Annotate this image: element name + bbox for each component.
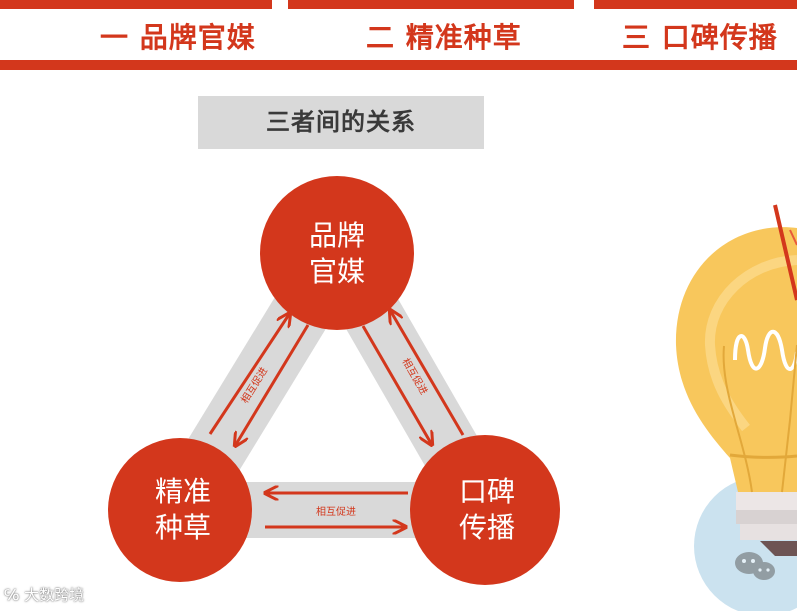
node-word-of-mouth-label: 口碑 传播 [422,474,552,546]
node-precise-seeding-label: 精准 种草 [118,474,248,546]
node-seed-line1: 精准 [118,474,248,510]
edge-label-bottom: 相互促进 [316,505,356,518]
watermark-text: 大数跨境 [24,586,84,604]
node-brand-line2: 官媒 [272,254,402,290]
watermark: ℅ 大数跨境 [4,584,84,605]
watermark-logo-icon: ℅ [4,586,19,604]
node-word-line2: 传播 [422,510,552,546]
node-brand-media-label: 品牌 官媒 [272,218,402,290]
node-word-line1: 口碑 [422,474,552,510]
node-brand-line1: 品牌 [272,218,402,254]
lightbulb-icon [676,205,797,611]
node-seed-line2: 种草 [118,510,248,546]
